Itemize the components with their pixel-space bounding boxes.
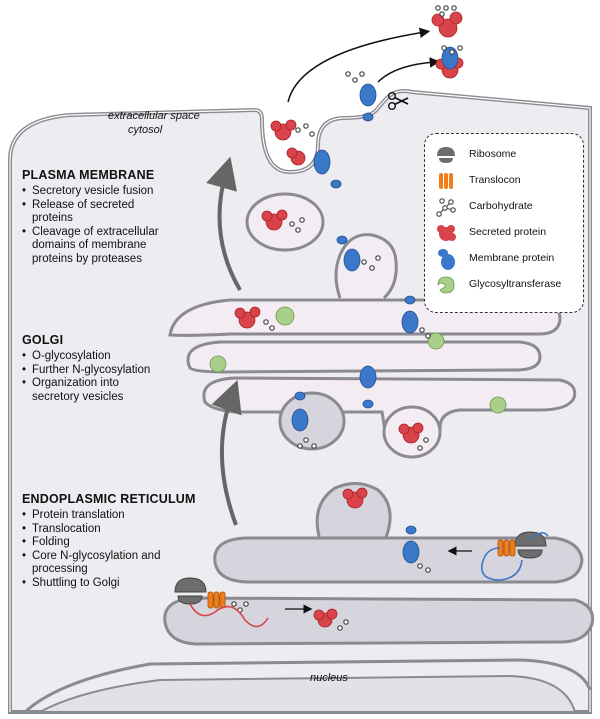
secretion-arrow <box>287 27 431 103</box>
legend-label-carbohydrate: Carbohydrate <box>469 200 533 212</box>
legend-item-translocon: Translocon <box>425 170 583 192</box>
legend-item-carbohydrate: Carbohydrate <box>425 196 583 218</box>
er-item-3: Folding <box>22 536 222 550</box>
ribosome-icon <box>437 147 455 163</box>
legend-item-glycosyltransferase: Glycosyltransferase <box>425 274 583 296</box>
golgi-item-3b: secretory vesicles <box>32 390 124 403</box>
glycosyltransferase-icon <box>437 276 455 294</box>
er-bud <box>315 482 392 541</box>
nascent-chain-left <box>189 603 269 628</box>
membrane-proteins <box>291 46 459 564</box>
transport-vesicle <box>278 391 346 451</box>
er-translocon-left <box>207 591 226 609</box>
secreted-protein-icon <box>437 225 456 241</box>
er-item-2: Translocation <box>22 523 222 537</box>
plasma-membrane-section: PLASMA MEMBRANE Secretory vesicle fusion… <box>22 168 212 267</box>
pm-item-3b: domains of membrane <box>32 239 147 252</box>
legend-item-ribosome: Ribosome <box>425 144 583 166</box>
pm-item-2: Release of secreted <box>22 199 212 213</box>
er-translocon-right <box>497 539 516 557</box>
nucleus-region <box>39 674 577 713</box>
golgi-to-pm-arrow <box>206 156 242 292</box>
carbohydrate-icon <box>436 198 456 217</box>
pm-item-3: Cleavage of extracellular <box>22 226 212 240</box>
golgi-item-2: Further N-glycosylation <box>22 364 212 378</box>
legend-item-secreted-protein: Secreted protein <box>425 222 583 244</box>
er-item-5: Shuttling to Golgi <box>22 577 222 591</box>
scissors-icon <box>388 92 409 110</box>
release-arrow <box>377 57 441 83</box>
cytosol-label: cytosol <box>128 124 163 136</box>
golgi-section: GOLGI O-glycosylation Further N-glycosyl… <box>22 333 212 404</box>
membrane-protein-icon <box>438 249 455 270</box>
er-ribosome-right <box>514 531 547 559</box>
nucleus-label: nucleus <box>310 672 348 684</box>
nuclear-envelope <box>23 658 592 714</box>
pm-item-3c: proteins by proteases <box>32 252 142 265</box>
plasma-membrane-title: PLASMA MEMBRANE <box>22 168 155 182</box>
secreted-proteins <box>234 11 464 628</box>
er-item-4: Core N-glycosylation and <box>22 550 222 564</box>
er-item-4b: processing <box>32 563 88 576</box>
legend-label-glycosyltransferase: Glycosyltransferase <box>469 278 562 290</box>
er-section: ENDOPLASMIC RETICULUM Protein translatio… <box>22 492 222 591</box>
nascent-chain-right <box>481 532 549 581</box>
pm-item-1: Secretory vesicle fusion <box>22 185 212 199</box>
pm-item-2b: proteins <box>32 212 73 225</box>
translocon-icon <box>439 173 453 189</box>
legend-label-ribosome: Ribosome <box>469 148 517 160</box>
legend-item-membrane-protein: Membrane protein <box>425 248 583 270</box>
er-item-1: Protein translation <box>22 509 222 523</box>
er-upper-cisterna <box>213 536 584 584</box>
er-to-golgi-arrow <box>211 379 242 526</box>
legend-label-secreted-protein: Secreted protein <box>469 226 547 238</box>
legend: Ribosome Translocon Carbohydrate Secrete… <box>424 133 584 313</box>
er-title: ENDOPLASMIC RETICULUM <box>22 492 196 506</box>
er-lower-cisterna <box>163 596 595 646</box>
extracellular-space-label: extracellular space <box>108 110 200 122</box>
golgi-title: GOLGI <box>22 333 64 347</box>
golgi-item-1: O-glycosylation <box>22 350 212 364</box>
golgi-item-3: Organization into <box>22 377 212 391</box>
legend-label-membrane-protein: Membrane protein <box>469 252 555 264</box>
legend-label-translocon: Translocon <box>469 174 521 186</box>
carbohydrates <box>231 5 463 631</box>
glycosyltransferases <box>209 306 507 414</box>
secretory-vesicle <box>245 192 325 252</box>
